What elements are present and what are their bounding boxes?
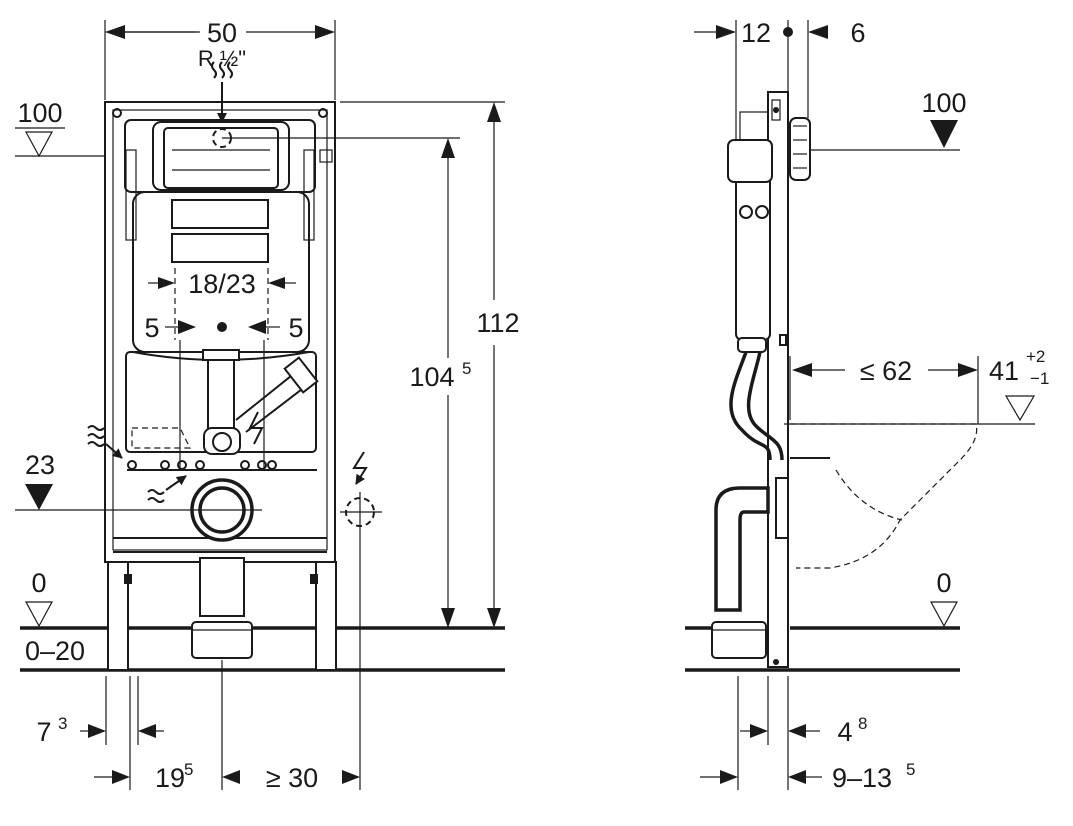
side-dim-projection: ≤ 62 bbox=[789, 356, 979, 424]
depth-b-label: 6 bbox=[850, 18, 865, 48]
front-view: 50 R ½" 112 104 5 bbox=[15, 18, 520, 793]
base-a-label: 4 bbox=[837, 717, 852, 747]
projection-label: ≤ 62 bbox=[860, 356, 912, 386]
dim-button-cutout: 18/23 bbox=[148, 268, 296, 340]
base-b-sup: 5 bbox=[906, 760, 915, 779]
dim-width: 50 R ½" bbox=[104, 18, 336, 100]
side-view: 12 6 100 ≤ 62 41 +2 −1 0 bbox=[685, 18, 1049, 793]
foot-b-label: 19 bbox=[155, 763, 185, 793]
side-flush-pipe bbox=[729, 334, 787, 461]
height-frame-sup: 5 bbox=[462, 359, 471, 378]
dim-foot-a: 7 3 bbox=[36, 676, 164, 747]
level-marker-100: 100 bbox=[15, 98, 105, 158]
side-bowl-outline bbox=[784, 423, 1035, 569]
side-left-label: 5 bbox=[144, 313, 159, 343]
level-100-label: 100 bbox=[17, 98, 62, 128]
height-total-label: 112 bbox=[476, 308, 519, 338]
level-marker-0-front: 0 0–20 bbox=[25, 568, 85, 666]
side-dim-base: 4 8 9–13 5 bbox=[700, 676, 915, 793]
bowl-level-label: 41 bbox=[989, 356, 1019, 386]
side-level-41: 41 +2 −1 bbox=[989, 347, 1049, 422]
base-b-label: 9–13 bbox=[832, 763, 892, 793]
base-a-sup: 8 bbox=[858, 714, 867, 733]
side-cistern bbox=[727, 111, 960, 353]
side-dim-depth: 12 6 bbox=[694, 18, 866, 140]
level-23-label: 23 bbox=[25, 450, 55, 480]
dim-height-total: 112 bbox=[340, 101, 520, 628]
bowl-tol-minus: −1 bbox=[1030, 369, 1049, 388]
electric-icon bbox=[248, 411, 382, 790]
depth-a-label: 12 bbox=[741, 18, 771, 48]
level-marker-23: 23 bbox=[15, 450, 262, 511]
dim-side-offsets: 5 5 bbox=[144, 313, 304, 470]
dim-height-frame: 104 5 bbox=[409, 138, 471, 628]
water-supply-icon bbox=[87, 425, 187, 503]
floor-range-label: 0–20 bbox=[25, 636, 85, 666]
dim-foot-b: 19 5 ≥ 30 bbox=[94, 660, 360, 793]
button-cutout-label: 18/23 bbox=[188, 269, 256, 299]
side-level-100: 100 bbox=[921, 88, 967, 148]
foot-a-label: 7 bbox=[36, 717, 51, 747]
foot-b-sup: 5 bbox=[184, 760, 193, 779]
side-level-0: 0 bbox=[929, 568, 959, 628]
foot-a-sup: 3 bbox=[58, 714, 67, 733]
level-0-label: 0 bbox=[31, 568, 46, 598]
waste-connector bbox=[190, 478, 254, 659]
water-inlet-label: R ½" bbox=[198, 46, 246, 71]
height-frame-label: 104 bbox=[409, 362, 454, 392]
side-level-0-label: 0 bbox=[936, 568, 951, 598]
side-waste-bend bbox=[711, 477, 789, 659]
side-right-label: 5 bbox=[288, 313, 303, 343]
power-offset-label: ≥ 30 bbox=[266, 763, 318, 793]
side-level-100-label: 100 bbox=[921, 88, 966, 118]
cistern bbox=[124, 119, 333, 470]
bowl-tol-plus: +2 bbox=[1026, 347, 1045, 366]
width-label: 50 bbox=[207, 18, 237, 48]
water-inlet-icon bbox=[211, 61, 460, 148]
